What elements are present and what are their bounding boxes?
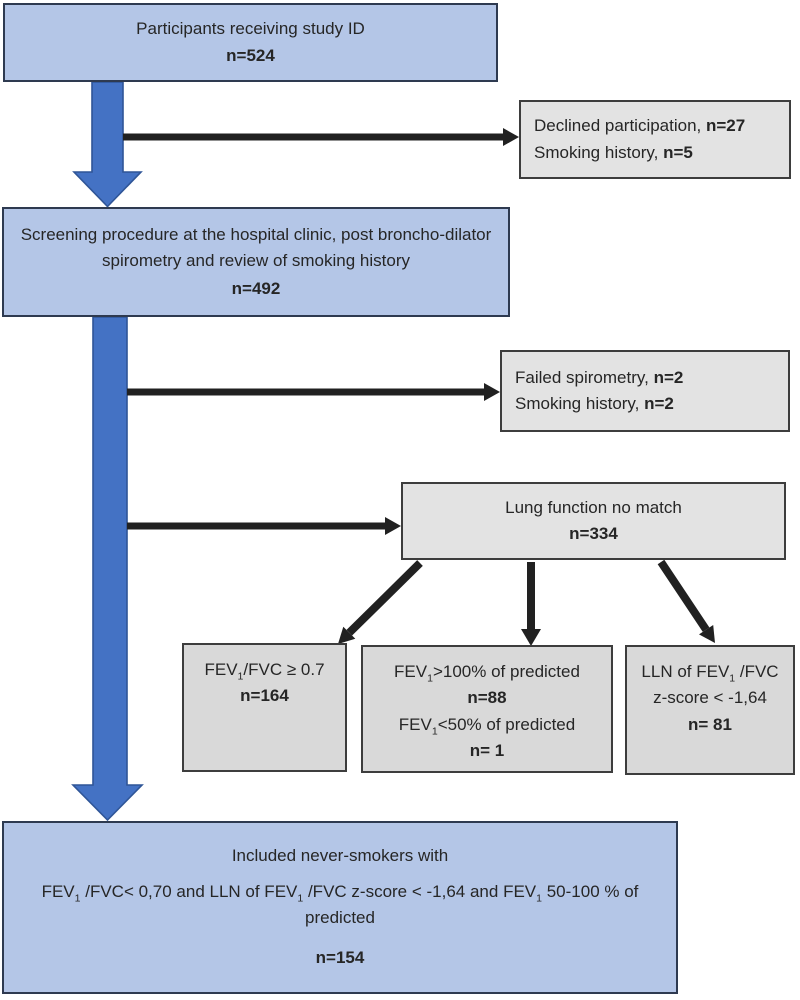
box-fev-fvc-n: n=164 — [240, 686, 289, 706]
included-c3: /FVC z-score < -1,64 and FEV — [303, 881, 537, 901]
down-arrow-screening-to-included — [71, 316, 144, 822]
box-lln-line1: LLN of FEV1 /FVC — [641, 659, 778, 685]
box-failed-line1: Failed spirometry, n=2 — [515, 365, 683, 391]
box-participants: Participants receiving study ID n=524 — [3, 3, 498, 82]
arrow-to-lung-head — [385, 517, 401, 535]
box-lln-line2: z-score < -1,64 — [653, 688, 767, 708]
box-lln: LLN of FEV1 /FVC z-score < -1,64 n= 81 — [625, 645, 795, 775]
included-s1: 1 — [74, 892, 81, 905]
box-screening-line2: spirometry and review of smoking history — [101, 251, 410, 271]
failed-label-2: Smoking history, — [515, 394, 645, 413]
arrow-lung-to-fevpred-head — [521, 629, 541, 646]
box-included: Included never-smokers with FEV1 /FVC< 0… — [2, 821, 678, 994]
declined-n-1: n=27 — [705, 116, 746, 136]
box-fev-pred-line1: FEV1>100% of predicted — [394, 659, 580, 685]
box-screening: Screening procedure at the hospital clin… — [2, 207, 510, 317]
box-fev-fvc: FEV1/FVC ≥ 0.7 n=164 — [182, 643, 347, 772]
fev-fvc-sub: 1 — [237, 670, 244, 683]
box-screening-line1: Screening procedure at the hospital clin… — [20, 224, 492, 244]
failed-n-2: n=2 — [644, 394, 674, 413]
box-participants-title: Participants receiving study ID — [136, 19, 365, 39]
declined-label-2: Smoking history, — [534, 142, 664, 162]
declined-label-1: Declined participation, — [534, 116, 706, 136]
box-included-title: Included never-smokers with — [231, 846, 449, 866]
box-lung-title: Lung function no match — [505, 497, 682, 517]
arrow-lung-to-lln-line — [657, 559, 710, 632]
box-lln-n: n= 81 — [688, 714, 732, 734]
box-included-n: n=154 — [315, 948, 365, 968]
fev-pred-l2-post: <50% of predicted — [437, 714, 576, 734]
fev-pred-l2-sub: 1 — [431, 725, 438, 738]
arrow-lung-to-fevfvc-head — [338, 626, 356, 644]
box-declined-line1: Declined participation, n=27 — [534, 113, 745, 139]
box-fev-pred-n2: n= 1 — [469, 741, 505, 761]
included-s3: 1 — [536, 892, 542, 905]
fev-pred-l1-pre: FEV — [394, 662, 428, 681]
declined-n-2: n=5 — [663, 142, 693, 162]
arrow-to-declined-head — [503, 128, 519, 146]
box-fev-fvc-line1: FEV1/FVC ≥ 0.7 — [204, 657, 324, 683]
box-failed: Failed spirometry, n=2 Smoking history, … — [500, 350, 790, 432]
box-lung-n: n=334 — [569, 524, 618, 543]
lln-l1-post: /FVC — [735, 662, 779, 681]
box-declined: Declined participation, n=27 Smoking his… — [519, 100, 791, 179]
box-fev-pred-n1: n=88 — [467, 688, 507, 708]
fev-pred-l2-pre: FEV — [398, 714, 432, 734]
box-declined-line2: Smoking history, n=5 — [534, 140, 693, 166]
included-s2: 1 — [297, 892, 304, 905]
box-failed-line2: Smoking history, n=2 — [515, 391, 674, 417]
box-fev-predicted: FEV1>100% of predicted n=88 FEV1<50% of … — [361, 645, 613, 773]
box-participants-n: n=524 — [226, 45, 275, 65]
arrow-lung-to-fevfvc-line — [346, 560, 423, 636]
included-c2: /FVC< 0,70 and LLN of FEV — [80, 881, 298, 901]
fev-fvc-post: /FVC ≥ 0.7 — [243, 660, 325, 679]
arrow-to-failed-head — [484, 383, 500, 401]
box-fev-pred-line2: FEV1<50% of predicted — [399, 712, 575, 738]
lln-l1-pre: LLN of FEV — [641, 662, 730, 681]
box-screening-n: n=492 — [231, 278, 281, 298]
included-c1: FEV — [41, 881, 75, 901]
failed-n-1: n=2 — [653, 367, 684, 387]
fev-pred-l1-sub: 1 — [427, 672, 433, 685]
arrow-lung-to-lln-head — [699, 625, 715, 643]
fev-pred-l1-post: >100% of predicted — [432, 662, 580, 681]
included-c4: 50-100 % of predicted — [305, 881, 639, 927]
box-lung-no-match: Lung function no match n=334 — [401, 482, 786, 560]
lln-l1-sub: 1 — [729, 672, 736, 685]
failed-label-1: Failed spirometry, — [515, 367, 654, 387]
fev-fvc-pre: FEV — [204, 660, 238, 679]
down-arrow-participants-to-screening — [72, 81, 143, 208]
box-included-criteria: FEV1 /FVC< 0,70 and LLN of FEV1 /FVC z-s… — [20, 879, 660, 932]
